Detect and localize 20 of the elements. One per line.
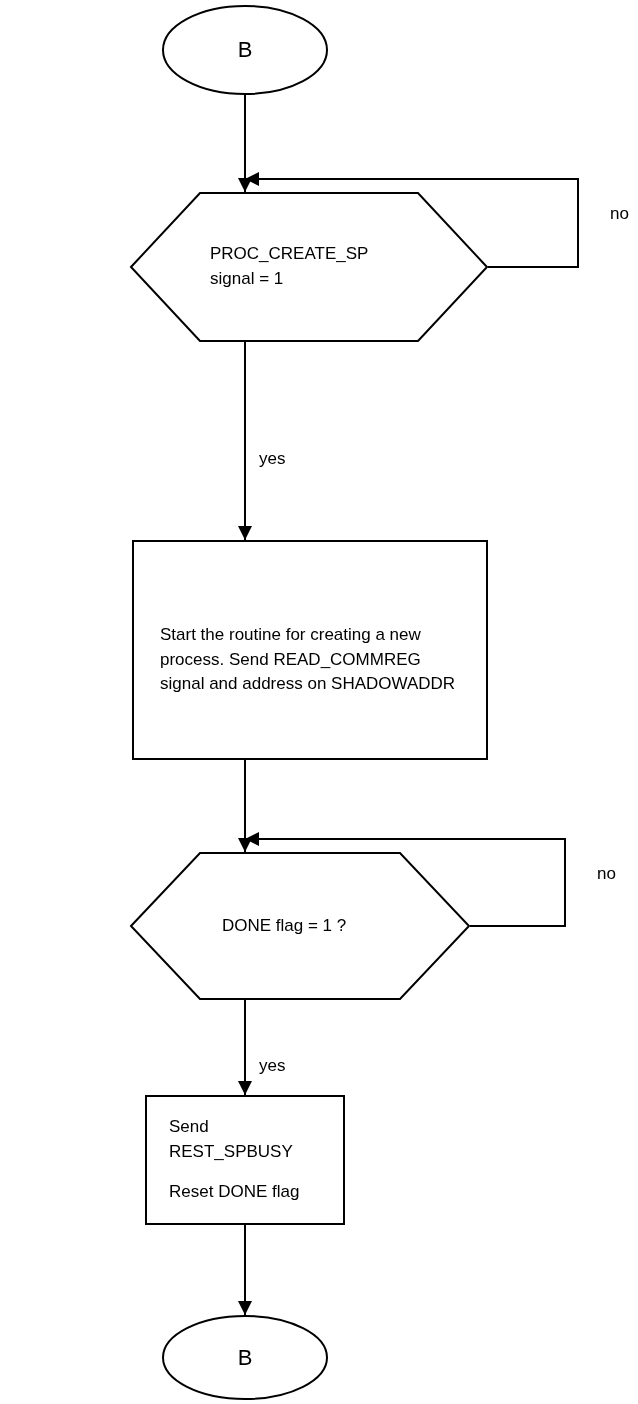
- node-text: PROC_CREATE_SP signal = 1: [210, 243, 369, 290]
- node-text: Reset DONE flag: [169, 1181, 300, 1204]
- terminal-oval: [162, 1315, 328, 1400]
- arrow: [238, 999, 252, 1096]
- arrow: [238, 1224, 252, 1316]
- arrow: [238, 341, 252, 541]
- arrow: [238, 94, 252, 193]
- terminal-oval: [162, 5, 328, 95]
- arrow: [238, 759, 252, 853]
- terminal-label: B: [237, 1343, 253, 1372]
- arrow: [244, 172, 579, 268]
- decision-hexagon: [130, 192, 488, 342]
- arrow: [244, 832, 566, 927]
- node-text: DONE flag = 1 ?: [222, 914, 347, 937]
- decision-hexagon: [130, 852, 470, 1000]
- terminal-label: B: [237, 36, 253, 65]
- process-box: [145, 1095, 345, 1225]
- node-text: Start the routine for creating a new process. Send READ_COMMREG signal and address on SHADOWADDR: [160, 624, 457, 696]
- node-text: Send REST_SPBUSY: [169, 1116, 294, 1163]
- process-box: [132, 540, 488, 760]
